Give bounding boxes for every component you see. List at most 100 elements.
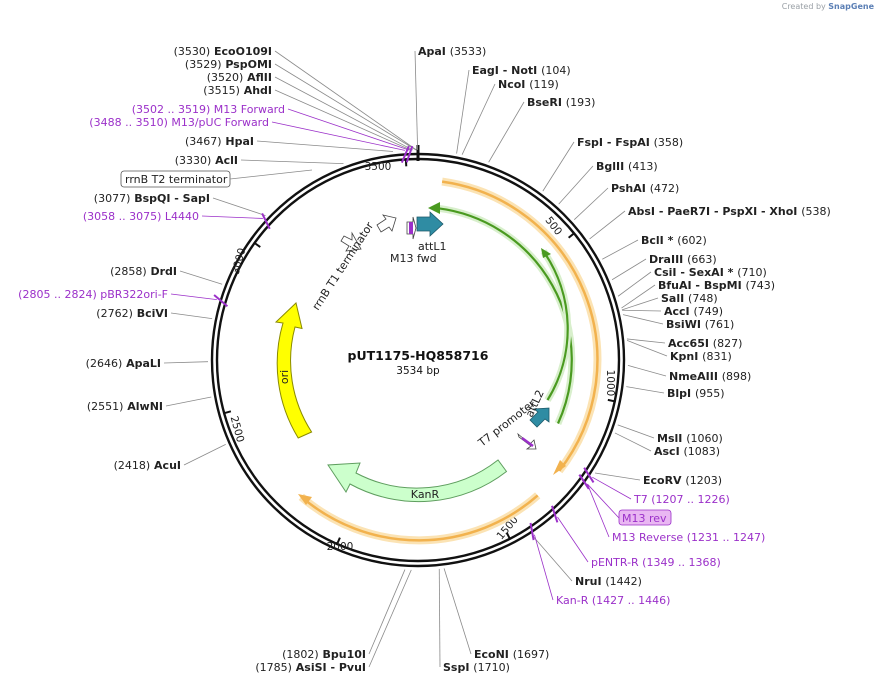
primer-label[interactable]: Kan-R (1427 .. 1446) <box>556 594 670 607</box>
plasmid-name: pUT1175-HQ858716 <box>348 348 489 363</box>
site-label[interactable]: NruI (1442) <box>575 575 642 588</box>
site-label[interactable]: CsiI - SexAI * (710) <box>654 266 767 279</box>
site-label[interactable]: BfuAI - BspMI (743) <box>658 279 775 292</box>
site-leader <box>274 50 417 151</box>
site-leader <box>622 309 662 312</box>
tick-3000 <box>253 241 261 248</box>
primer-label[interactable]: (3058 .. 3075) L4440 <box>83 210 199 223</box>
site-label[interactable]: EcoRV (1203) <box>643 474 722 487</box>
site-label[interactable]: (3467) HpaI <box>185 135 254 148</box>
site-leader <box>626 386 665 394</box>
rrnb-t1-terminator-feature[interactable] <box>340 231 362 252</box>
site-label[interactable]: AscI (1083) <box>654 445 720 458</box>
site-label[interactable]: PshAI (472) <box>611 182 679 195</box>
tick-label-3500: 3500 <box>365 161 392 173</box>
site-leader <box>170 312 213 320</box>
kanr-feature[interactable] <box>327 459 508 503</box>
site-label[interactable]: (3330) AclI <box>175 154 238 167</box>
site-leader <box>573 187 609 220</box>
site-label[interactable]: EagI - NotI (104) <box>472 64 571 77</box>
site-label[interactable]: BseRI (193) <box>527 96 595 109</box>
primer-label[interactable]: (3502 .. 3519) M13 Forward <box>132 103 285 116</box>
site-leader <box>626 340 668 357</box>
site-leader <box>274 63 417 151</box>
tick-label-3000: 3000 <box>230 247 249 276</box>
site-label[interactable]: SspI (1710) <box>443 661 510 674</box>
site-label[interactable]: AccI (749) <box>664 305 723 318</box>
primer-label[interactable]: M13 rev <box>622 512 667 525</box>
primer-mark <box>213 294 229 308</box>
green-arc-outer-head <box>428 202 440 214</box>
tick-1000 <box>607 398 616 403</box>
site-leader <box>163 361 209 364</box>
site-label[interactable]: (2646) ApaLI <box>86 357 161 370</box>
site-leader <box>368 569 412 668</box>
site-label[interactable]: FspI - FspAI (358) <box>577 136 683 149</box>
primer-leader <box>271 121 406 151</box>
site-label[interactable]: BsiWI (761) <box>666 318 734 331</box>
site-label[interactable]: KpnI (831) <box>670 350 732 363</box>
primer-label[interactable]: (2805 .. 2824) pBR322ori-F <box>18 288 168 301</box>
m13-fwd-label: M13 fwd <box>390 252 437 265</box>
site-label[interactable]: (3530) EcoO109I <box>174 45 272 58</box>
t7-primer-mark <box>521 436 534 448</box>
site-label[interactable]: ApaI (3533) <box>418 45 486 58</box>
site-leader <box>617 424 655 439</box>
site-label[interactable]: (3529) PspOMI <box>185 58 272 71</box>
tick-500 <box>567 231 576 239</box>
site-label[interactable]: (1802) Bpu10I <box>282 648 366 661</box>
attl1-feature[interactable] <box>416 211 444 237</box>
site-label[interactable]: (2858) DrdI <box>110 265 177 278</box>
site-label[interactable]: DraIII (663) <box>649 253 717 266</box>
site-label[interactable]: (2762) BciVI <box>96 307 168 320</box>
site-leader <box>542 141 575 192</box>
site-leader <box>627 365 667 377</box>
site-leader <box>617 271 652 297</box>
site-label[interactable]: EcoNI (1697) <box>474 648 549 661</box>
primer-mark <box>551 505 559 523</box>
site-label[interactable]: (3515) AhdI <box>203 84 272 97</box>
site-leader <box>414 50 419 151</box>
orf-arc-bottom-head <box>298 494 312 505</box>
green-arc-outer <box>437 207 573 424</box>
site-leader <box>622 314 664 325</box>
plasmid-size: 3534 bp <box>396 365 440 377</box>
site-label[interactable]: (3520) AflII <box>207 71 272 84</box>
site-label[interactable]: BglII (413) <box>596 160 658 173</box>
primer-label[interactable]: T7 (1207 .. 1226) <box>633 493 730 506</box>
primer-leader <box>534 534 554 601</box>
tick-2500 <box>222 410 232 415</box>
site-leader <box>212 197 266 216</box>
primer-label[interactable]: M13 Reverse (1231 .. 1247) <box>612 531 765 544</box>
site-label[interactable]: (3077) BspQI - SapI <box>94 192 210 205</box>
primer-label[interactable]: (3488 .. 3510) M13/pUC Forward <box>89 116 269 129</box>
site-label[interactable]: (2551) AlwNI <box>87 400 163 413</box>
green-arc-inner <box>542 250 569 401</box>
tick-2000 <box>335 537 341 546</box>
primer-mark <box>578 474 590 490</box>
site-leader <box>558 165 594 205</box>
site-leader <box>183 443 226 466</box>
site-label[interactable]: BclI * (602) <box>641 234 707 247</box>
site-leader <box>179 270 223 285</box>
primer-label[interactable]: pENTR-R (1349 .. 1368) <box>591 556 721 569</box>
site-label[interactable]: BlpI (955) <box>667 387 725 400</box>
site-leader <box>240 159 344 165</box>
rrnb-t2-terminator-leader <box>229 169 313 180</box>
site-label[interactable]: AbsI - PaeR7I - PspXI - XhoI (538) <box>628 205 831 218</box>
site-leader <box>589 210 626 240</box>
site-label[interactable]: MslI (1060) <box>657 432 723 445</box>
site-label[interactable]: Acc65I (827) <box>668 337 742 350</box>
site-label[interactable]: (2418) AcuI <box>114 459 181 472</box>
site-label[interactable]: SalI (748) <box>661 292 718 305</box>
attl2-feature[interactable] <box>529 407 550 428</box>
site-leader <box>461 83 496 155</box>
site-label[interactable]: NmeAIII (898) <box>669 370 751 383</box>
primer-leader <box>587 483 610 538</box>
ori-feature[interactable] <box>274 302 313 439</box>
rrnb-t2-terminator-feature[interactable] <box>376 214 397 233</box>
primer-leader <box>592 476 632 500</box>
site-label[interactable]: NcoI (119) <box>498 78 559 91</box>
site-label[interactable]: (1785) AsiSI - PvuI <box>255 661 366 674</box>
primer-mark <box>583 467 595 483</box>
